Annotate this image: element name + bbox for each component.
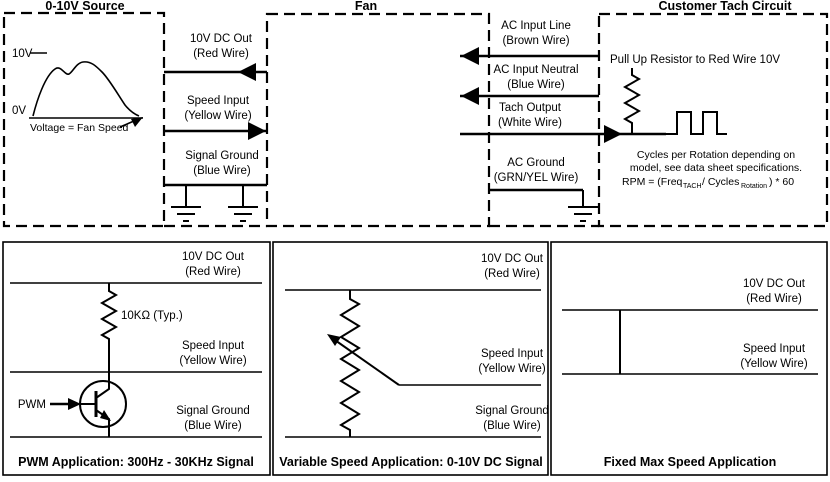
pwm-app-caption: PWM Application: 300Hz - 30KHz Signal [18, 455, 254, 469]
fixed-app-caption: Fixed Max Speed Application [604, 455, 777, 469]
pullup-resistor-symbol [622, 68, 642, 134]
var-signal-ground-line1: Signal Ground [475, 405, 549, 417]
pullup-10k-resistor-symbol [99, 283, 119, 372]
voltage-fan-speed-arrow-line [119, 120, 135, 128]
source-box-title: 0-10V Source [45, 0, 124, 13]
ground-symbol-1 [171, 185, 201, 222]
ac-neutral-label-line1: AC Input Neutral [493, 64, 578, 76]
ac-neutral-arrowhead-left [461, 87, 479, 105]
rpm-formula-part1: RPM = (Freq [622, 176, 683, 188]
rpm-formula-sub-rotation: Rotation [741, 183, 767, 190]
ground-symbol-3 [568, 190, 598, 222]
fixed-dc-out-line1: 10V DC Out [743, 278, 806, 290]
pwm-speed-input-line1: Speed Input [182, 340, 245, 352]
tach-box-border [597, 12, 829, 228]
pwm-arrowhead [68, 398, 81, 410]
rpm-formula-part2: / Cycles [702, 176, 739, 188]
npn-transistor-symbol [79, 372, 127, 437]
source-box-border [2, 11, 166, 228]
variable-app-caption: Variable Speed Application: 0-10V DC Sig… [279, 455, 543, 469]
voltage-fan-speed-arrowhead [131, 117, 143, 127]
speed-input-label-line2: (Yellow Wire) [184, 110, 251, 122]
dc-out-label-line1: 10V DC Out [190, 33, 253, 45]
tach-note-line1: Cycles per Rotation depending on [637, 149, 795, 161]
ac-line-arrowhead-left [461, 47, 479, 65]
fan-box-title: Fan [355, 0, 377, 13]
pwm-dc-out-line2: (Red Wire) [185, 266, 241, 278]
ac-ground-label-line2: (GRN/YEL Wire) [494, 172, 579, 184]
ac-line-label-line2: (Brown Wire) [502, 35, 569, 47]
rpm-formula-sub-tach: TACH [683, 183, 702, 190]
pullup-resistor-note: Pull Up Resistor to Red Wire 10V [610, 54, 780, 66]
var-speed-input-line2: (Yellow Wire) [478, 363, 545, 375]
tach-output-arrowhead-right [604, 125, 622, 143]
label-10v: 10V [12, 48, 33, 60]
potentiometer-wiper-arrowhead [327, 334, 341, 346]
tach-output-label-line2: (White Wire) [498, 117, 562, 129]
fixed-speed-input-line2: (Yellow Wire) [740, 358, 807, 370]
pwm-app-box-border [2, 241, 271, 476]
var-signal-ground-line2: (Blue Wire) [483, 420, 541, 432]
fixed-app-box-border [550, 241, 828, 476]
speed-input-label-line1: Speed Input [187, 95, 250, 107]
pwm-signal-ground-line1: Signal Ground [176, 405, 250, 417]
tach-box-title: Customer Tach Circuit [658, 0, 792, 13]
rpm-formula-part3: ) * 60 [769, 176, 794, 188]
fixed-speed-input-line1: Speed Input [743, 343, 806, 355]
signal-ground-label-line1: Signal Ground [185, 150, 259, 162]
pwm-signal-ground-line2: (Blue Wire) [184, 420, 242, 432]
fan-box-border [265, 12, 491, 228]
var-dc-out-line1: 10V DC Out [481, 253, 544, 265]
signal-ground-label-line2: (Blue Wire) [193, 165, 251, 177]
label-0v: 0V [12, 105, 26, 117]
resistor-value-label: 10KΩ (Typ.) [121, 310, 183, 322]
pwm-signal-label: PWM [18, 399, 46, 411]
ac-ground-label-line1: AC Ground [507, 157, 565, 169]
var-speed-input-line1: Speed Input [481, 348, 544, 360]
pwm-speed-input-line2: (Yellow Wire) [179, 355, 246, 367]
var-dc-out-line2: (Red Wire) [484, 268, 540, 280]
ac-neutral-label-line2: (Blue Wire) [507, 79, 565, 91]
variable-app-box-border [272, 241, 549, 476]
voltage-waveform [32, 61, 140, 117]
square-wave-symbol [666, 111, 727, 135]
ac-line-label-line1: AC Input Line [501, 20, 571, 32]
tach-note-line2: model, see data sheet specifications. [630, 162, 802, 174]
dc-out-label-line2: (Red Wire) [193, 48, 249, 60]
potentiometer-symbol [339, 290, 361, 437]
fixed-dc-out-line2: (Red Wire) [746, 293, 802, 305]
tach-output-label-line1: Tach Output [499, 102, 562, 114]
ground-symbol-2 [228, 185, 258, 222]
potentiometer-wiper-line [331, 337, 400, 386]
voltage-fan-speed-label: Voltage = Fan Speed [30, 122, 129, 134]
dc-out-arrowhead-left [238, 63, 256, 81]
speed-input-arrowhead-right [248, 122, 266, 140]
pwm-dc-out-line1: 10V DC Out [182, 251, 245, 263]
